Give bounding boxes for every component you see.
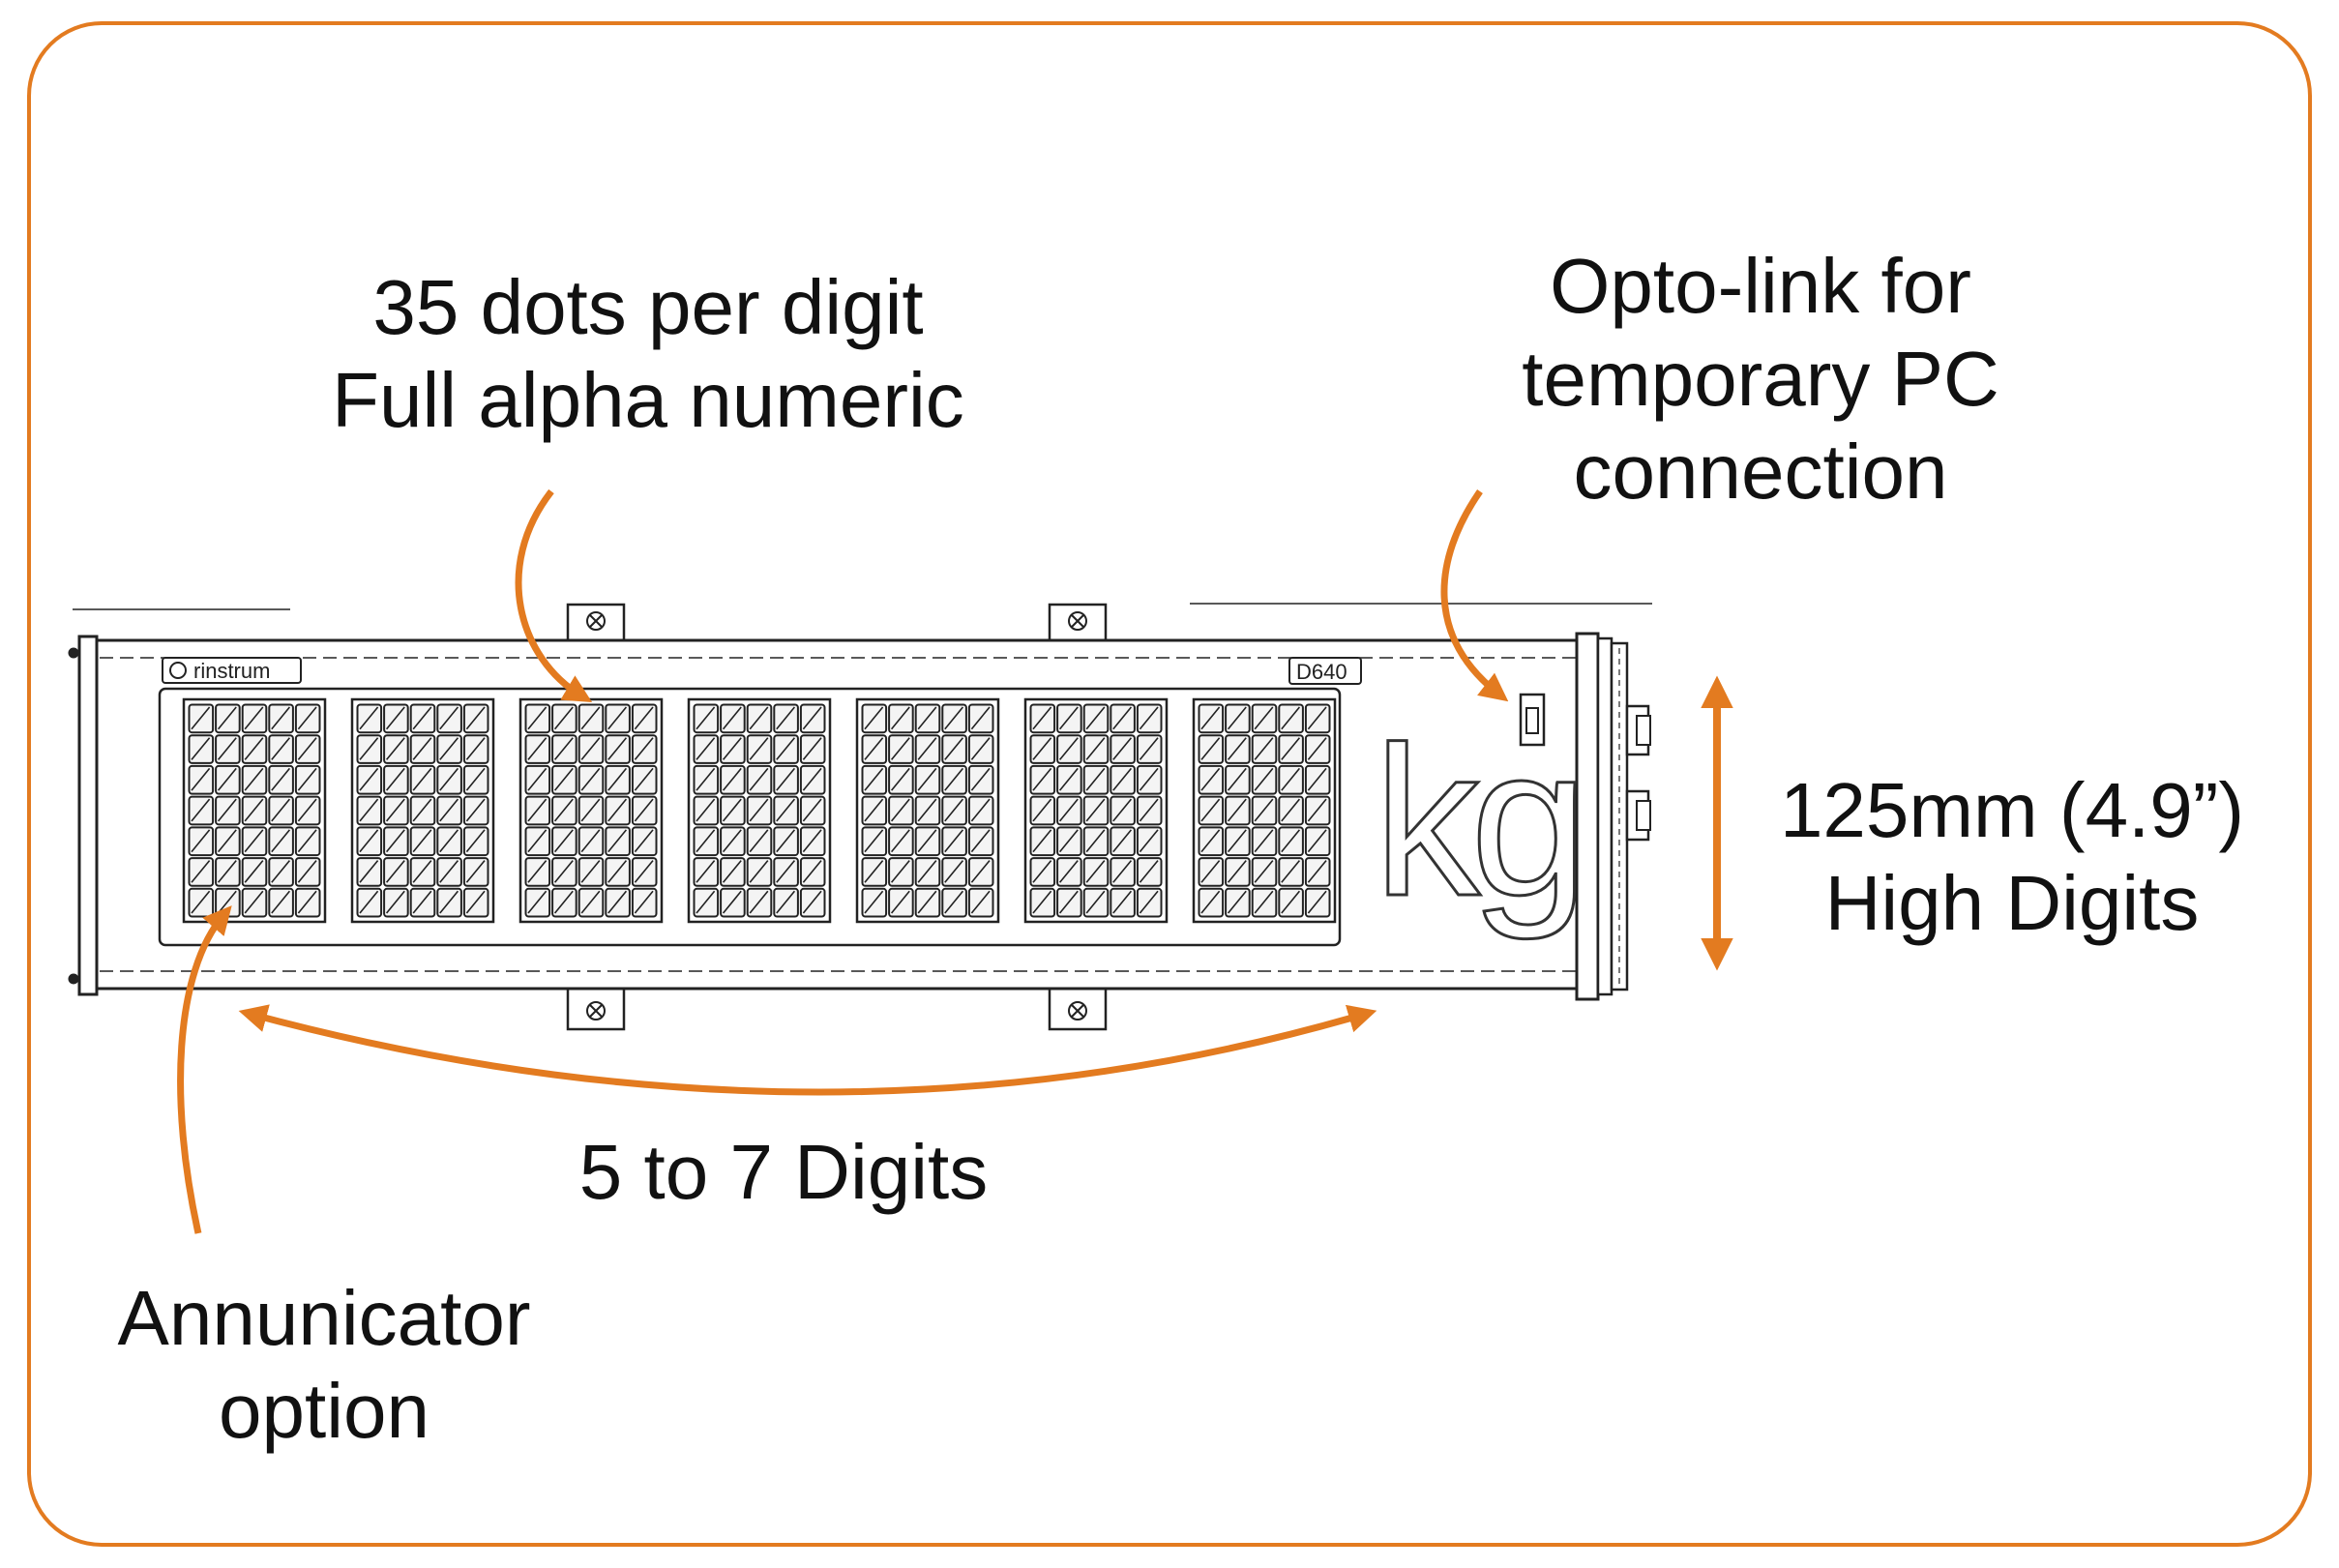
callout-digit-height: 125mm (4.9”) High Digits bbox=[1722, 764, 2302, 950]
left-end-cap bbox=[77, 635, 99, 996]
callout-opto-link: Opto-link for temporary PC connection bbox=[1451, 240, 2070, 518]
callout-digit-count: 5 to 7 Digits bbox=[503, 1126, 1064, 1219]
callout-height-line1: 125mm (4.9”) bbox=[1779, 767, 2245, 853]
unit-legend: kg bbox=[1374, 702, 1579, 940]
digit-module bbox=[687, 697, 832, 924]
model-number: D640 bbox=[1296, 660, 1347, 684]
mounting-bracket bbox=[1048, 985, 1108, 1031]
arrow-annunciator bbox=[177, 905, 232, 1234]
digit-module bbox=[1192, 697, 1337, 924]
digit-module bbox=[1023, 697, 1169, 924]
arrow-digit-count bbox=[238, 1004, 1377, 1096]
callout-annunciator: Annunicator option bbox=[58, 1272, 590, 1458]
digit-module bbox=[855, 697, 1000, 924]
display-device: rinstrum D640 kg bbox=[68, 603, 1652, 1031]
callout-opto-line2: temporary PC bbox=[1522, 336, 1999, 422]
callout-dots-line1: 35 dots per digit bbox=[372, 264, 924, 350]
digit-array bbox=[182, 697, 1337, 924]
cable-gland bbox=[1625, 789, 1651, 842]
callout-height-line2: High Digits bbox=[1824, 860, 2200, 946]
arrow-dots-per-digit bbox=[515, 488, 593, 703]
callout-dots-line2: Full alpha numeric bbox=[332, 357, 964, 443]
model-plate: D640 bbox=[1288, 657, 1362, 685]
digit-module bbox=[350, 697, 495, 924]
brand-name: rinstrum bbox=[193, 659, 270, 683]
callout-annunciator-line2: option bbox=[219, 1368, 429, 1454]
opto-link-port bbox=[1519, 693, 1546, 747]
digit-module bbox=[182, 697, 327, 924]
callout-opto-line3: connection bbox=[1573, 429, 1948, 515]
arrow-opto-link bbox=[1440, 489, 1509, 702]
digit-module bbox=[518, 697, 664, 924]
mounting-bracket bbox=[566, 985, 626, 1031]
right-end-cap bbox=[1575, 632, 1629, 1001]
callout-digits-line1: 5 to 7 Digits bbox=[578, 1129, 989, 1215]
callout-opto-line1: Opto-link for bbox=[1550, 243, 1971, 329]
callout-dots-per-digit: 35 dots per digit Full alpha numeric bbox=[271, 261, 1025, 447]
brand-plate: rinstrum bbox=[162, 657, 302, 684]
cable-gland bbox=[1625, 704, 1651, 756]
callout-annunciator-line1: Annunicator bbox=[117, 1275, 531, 1361]
